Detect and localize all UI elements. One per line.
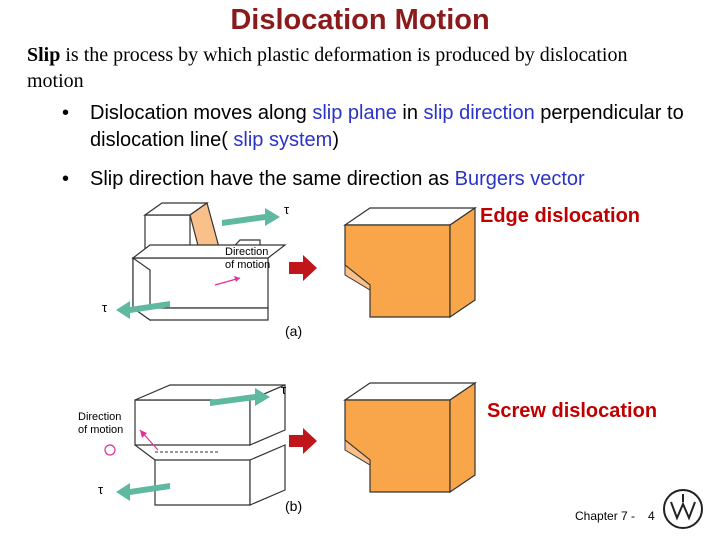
bullet-item-1: • Dislocation moves along slip plane in s… (58, 100, 708, 154)
edge-caption: (a) (285, 323, 303, 339)
edge-tau-bottom: τ (102, 300, 108, 315)
shear-arrow-bottom-icon (116, 301, 170, 319)
b1-part: perpendicular to dislocation line( (90, 102, 684, 151)
screw-dislocation-label: Screw dislocation (487, 400, 658, 422)
bullet-text-2: Slip direction have the same direction a… (90, 168, 585, 190)
red-arrow-icon (289, 428, 317, 454)
page-number: 4 (648, 509, 655, 523)
edge-direction-label-1: Direction (225, 246, 268, 258)
intro-paragraph: Slip is the process by which plastic def… (27, 42, 687, 94)
chapter-label: Chapter 7 - (575, 509, 636, 523)
screw-caption: (b) (285, 498, 303, 514)
intro-bold-term: Slip (27, 44, 61, 66)
screw-tau-top: τ (281, 382, 287, 397)
shear-arrow-top-icon (210, 388, 270, 406)
edge-direction-label-2: of motion (225, 259, 270, 271)
b2-burgers-vector: Burgers vector (454, 168, 585, 190)
bullet-list: • Dislocation moves along slip plane in s… (58, 100, 708, 205)
shear-arrow-top-icon (222, 208, 280, 226)
screw-tau-bottom: τ (98, 482, 104, 497)
edge-dislocation-label: Edge dislocation (480, 205, 641, 227)
bullet-dot-icon: • (62, 102, 70, 124)
bullet-text-1: Dislocation moves along slip plane in sl… (90, 102, 684, 151)
b1-part: in (396, 102, 424, 124)
screw-direction-label-2: of motion (78, 424, 123, 436)
b1-part: Dislocation moves along (90, 102, 313, 124)
edge-tau-top: τ (284, 202, 290, 217)
wiley-logo-icon (663, 489, 703, 529)
b1-slip-system: slip system (233, 129, 333, 151)
intro-text: is the process by which plastic deformat… (27, 44, 628, 92)
b1-slip-plane: slip plane (312, 102, 397, 124)
b1-slip-direction: slip direction (423, 102, 535, 124)
screw-dislocation-diagram: Direction of motion τ τ (78, 382, 287, 506)
screw-direction-label-1: Direction (78, 411, 121, 423)
red-arrow-icon (289, 255, 317, 281)
edge-result-block (343, 206, 477, 319)
bullet-item-2: • Slip direction have the same direction … (58, 166, 708, 193)
b1-part: ) (332, 129, 339, 151)
edge-dislocation-diagram: Direction of motion τ τ (102, 202, 290, 322)
slide-title: Dislocation Motion (230, 4, 490, 36)
bullet-dot-icon: • (62, 168, 70, 190)
b2-part: Slip direction have the same direction a… (90, 168, 455, 190)
shear-arrow-bottom-icon (116, 483, 170, 501)
screw-result-block (343, 381, 477, 494)
